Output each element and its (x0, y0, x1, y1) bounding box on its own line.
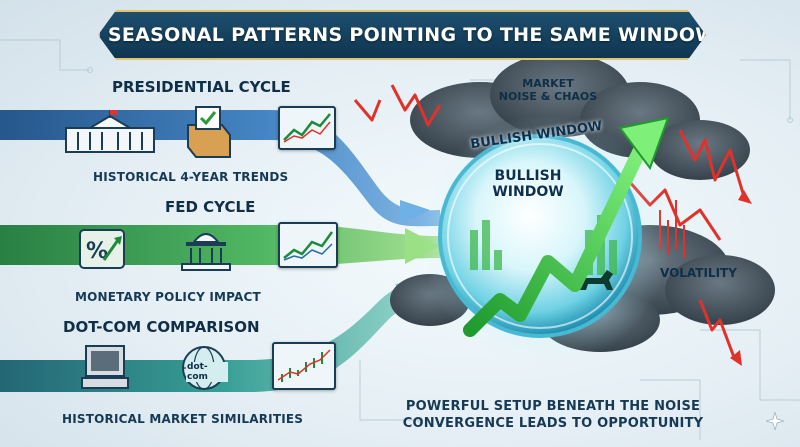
bullish-orb (438, 134, 642, 338)
market-noise-line2: NOISE & CHAOS (498, 89, 598, 103)
orb-label-line2: WINDOW (492, 184, 564, 201)
fed-cycle-caption: MONETARY POLICY IMPACT (75, 290, 261, 304)
presidential-stream-arrowhead (400, 200, 430, 224)
orb-inner-ring (447, 143, 633, 329)
sparkle-icon (766, 412, 784, 430)
fed-cycle-title: FED CYCLE (165, 198, 256, 216)
footer-line-2: CONVERGENCE LEADS TO OPPORTUNITY (402, 416, 704, 431)
svg-text:%: % (86, 239, 108, 264)
dot-com-globe-icon: dot-com (180, 344, 228, 392)
presidential-cycle-caption: HISTORICAL 4-YEAR TRENDS (93, 170, 289, 184)
bullish-window-orb-label: BULLISH WINDOW (488, 168, 568, 200)
orb-label-line1: BULLISH (494, 168, 562, 184)
bullish-arrowhead (618, 116, 670, 171)
volatility-label: VOLATILITY (660, 266, 737, 280)
rising-chart-icon (272, 342, 336, 390)
bullish-trend-arrow (463, 143, 647, 337)
title-banner: 3 SEASONAL PATTERNS POINTING TO THE SAME… (98, 10, 706, 60)
rising-chart-icon (278, 222, 338, 268)
market-noise-line1: MARKET (522, 77, 574, 90)
footer-line-1: POWERFUL SETUP BENEATH THE NOISE (405, 399, 701, 414)
ballot-box-icon (187, 106, 231, 158)
dotcom-comparison-title: DOT-COM COMPARISON (63, 318, 260, 336)
market-noise-label: MARKET NOISE & CHAOS (498, 77, 598, 103)
dotcom-comparison-caption: HISTORICAL MARKET SIMILARITIES (62, 412, 304, 426)
white-house-icon (65, 110, 155, 153)
presidential-cycle-title: PRESIDENTIAL CYCLE (112, 78, 291, 96)
chaos-arrowheads (730, 190, 752, 366)
retro-computer-icon (81, 345, 129, 389)
rising-chart-icon (278, 106, 336, 150)
percent-arrow-icon: % (79, 229, 125, 269)
page-title: 3 SEASONAL PATTERNS POINTING TO THE SAME… (87, 24, 717, 46)
globe-label: dot-com (186, 362, 228, 382)
bull-silhouette (575, 270, 613, 290)
federal-reserve-icon (181, 233, 231, 271)
